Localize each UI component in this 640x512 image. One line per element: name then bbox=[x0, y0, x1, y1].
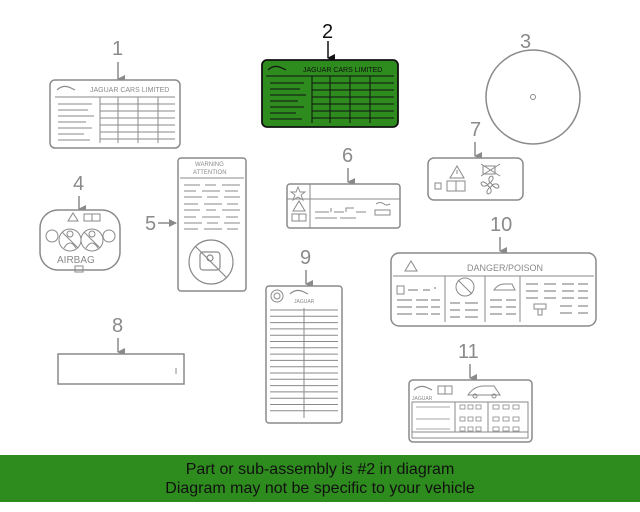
callout-5: 5 bbox=[145, 213, 156, 235]
label-7-outline bbox=[427, 157, 524, 201]
grid-cell bbox=[512, 404, 520, 410]
part-9[interactable]: 9 JAGUAR bbox=[265, 247, 343, 424]
callout-9: 9 bbox=[300, 247, 311, 269]
brand-text-1: JAGUAR CARS LIMITED bbox=[90, 87, 169, 94]
part-8[interactable]: 8 bbox=[57, 315, 185, 385]
label-11-outline bbox=[408, 379, 533, 443]
jaguar-leaper-icon bbox=[413, 385, 433, 391]
no-child-seat-icon bbox=[58, 228, 104, 252]
manual-book-icon bbox=[291, 213, 307, 222]
part-6[interactable]: 6 bbox=[286, 145, 401, 229]
part-11[interactable]: 11 JAGUAR bbox=[408, 341, 533, 443]
airbag-label-outline bbox=[39, 209, 121, 271]
grid-cell bbox=[467, 416, 474, 422]
grid-cell bbox=[475, 416, 482, 422]
grid-cell bbox=[512, 426, 520, 432]
callout-6: 6 bbox=[342, 145, 353, 167]
grid-cell bbox=[459, 404, 466, 410]
grid-cell bbox=[459, 426, 466, 432]
part-3[interactable]: 3 bbox=[485, 31, 581, 145]
part-10[interactable]: 10 DANGER/POISON bbox=[390, 214, 597, 327]
jaguar-leaper-icon bbox=[289, 289, 309, 295]
callout-4: 4 bbox=[73, 173, 84, 195]
grid-cell bbox=[492, 426, 500, 432]
footer-line-1: Part or sub-assembly is #2 in diagram bbox=[185, 461, 455, 478]
grid-cell bbox=[502, 416, 510, 422]
no-child-seat-icon bbox=[188, 239, 234, 285]
star-icon bbox=[289, 185, 307, 202]
no-flame-icon bbox=[455, 277, 475, 297]
grid-cell bbox=[502, 426, 510, 432]
jaguar-leaper-icon bbox=[267, 65, 287, 71]
round-label-3 bbox=[485, 49, 581, 145]
jaguar-leaper-icon bbox=[56, 85, 76, 91]
grid-cell bbox=[467, 426, 474, 432]
part-4[interactable]: 4 AIRBAG bbox=[39, 173, 121, 273]
car-icon bbox=[493, 283, 516, 291]
footer-banner: Part or sub-assembly is #2 in diagram Di… bbox=[0, 455, 640, 502]
fan-icon bbox=[480, 175, 500, 195]
warning-triangle-icon bbox=[292, 200, 306, 212]
grid-cell bbox=[492, 404, 500, 410]
callout-7: 7 bbox=[470, 119, 481, 141]
grid-cell bbox=[492, 416, 500, 422]
oil-can-icon bbox=[375, 202, 391, 206]
warning-triangle-icon bbox=[67, 212, 79, 222]
airbag-text: AIRBAG bbox=[57, 255, 95, 266]
car-icon bbox=[467, 385, 501, 396]
callout-8: 8 bbox=[112, 315, 123, 337]
grid-cell bbox=[459, 416, 466, 422]
label-8-outline bbox=[57, 353, 185, 385]
attention-text: ATTENTION bbox=[193, 170, 227, 176]
warning-text: WARNING bbox=[195, 162, 224, 168]
part-5[interactable]: 5 WARNING ATTENTION bbox=[145, 157, 247, 292]
grid-cell bbox=[475, 404, 482, 410]
jaguar-text-9: JAGUAR bbox=[294, 299, 315, 305]
danger-text: DANGER/POISON bbox=[467, 263, 543, 273]
warning-triangle-icon bbox=[404, 260, 418, 272]
danger-label-outline bbox=[390, 252, 597, 327]
part-2[interactable]: 2 JAGUAR CARS LIMITED bbox=[261, 21, 399, 128]
manual-book-icon bbox=[446, 180, 466, 192]
warning-triangle-icon bbox=[449, 165, 465, 179]
callout-3: 3 bbox=[520, 31, 531, 53]
label-6-outline bbox=[286, 183, 401, 229]
brand-text-2: JAGUAR CARS LIMITED bbox=[303, 67, 382, 74]
no-hand-icon bbox=[480, 163, 501, 177]
callout-10: 10 bbox=[490, 214, 512, 236]
grid-cell bbox=[502, 404, 510, 410]
grid-cell bbox=[512, 416, 520, 422]
part-7[interactable]: 7 bbox=[427, 119, 524, 201]
manual-book-icon bbox=[83, 213, 101, 222]
callout-1: 1 bbox=[112, 38, 123, 60]
grid-cell bbox=[475, 426, 482, 432]
labels-diagram: 1 JAGUAR CARS LIMITED 2 JAGUAR CARS LIMI… bbox=[39, 21, 597, 443]
grid-cell bbox=[467, 404, 474, 410]
footer-line-2: Diagram may not be specific to your vehi… bbox=[165, 480, 475, 497]
jaguar-text-11: JAGUAR bbox=[412, 396, 433, 402]
callout-11: 11 bbox=[458, 341, 479, 363]
callout-2: 2 bbox=[322, 21, 333, 43]
manual-book-icon bbox=[437, 385, 453, 395]
part-1[interactable]: 1 JAGUAR CARS LIMITED bbox=[49, 38, 181, 149]
